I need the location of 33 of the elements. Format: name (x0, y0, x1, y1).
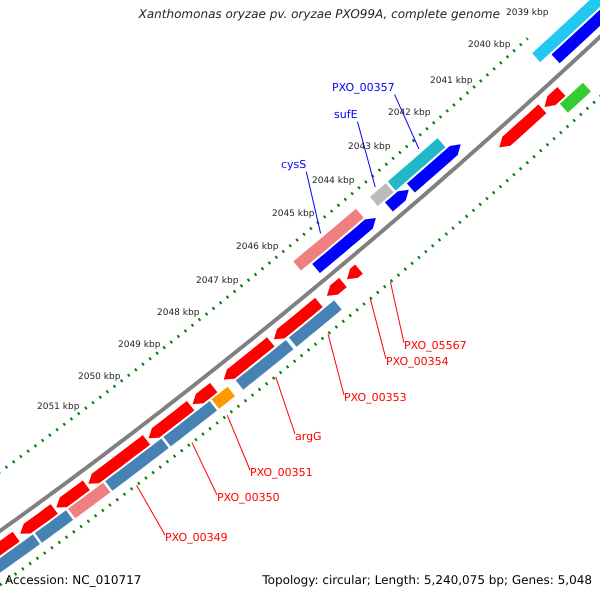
scale-label: 2045 kbp (272, 209, 314, 220)
title: Xanthomonas oryzae pv. oryzae PXO99A, complete genome (138, 8, 500, 22)
gene-label: PXO_00349 (165, 532, 228, 545)
scale-label: 2048 kbp (157, 308, 200, 318)
leader-line (192, 442, 218, 496)
gene-label: PXO_00353 (344, 392, 407, 405)
gene-label: PXO_00357 (332, 82, 395, 95)
leader-line (370, 298, 386, 360)
leader-line (390, 281, 404, 344)
leader-line (328, 333, 344, 396)
leader-line (226, 414, 250, 470)
leader-line (136, 484, 166, 536)
scale-label: 2040 kbp (468, 40, 510, 50)
scale-label: 2046 kbp (236, 242, 278, 252)
genome-summary: Topology: circular; Length: 5,240,075 bp; Genes: 5,048 (262, 574, 592, 588)
gene-label: PXO_00354 (386, 356, 449, 369)
scale-label: 2047 kbp (196, 276, 238, 286)
scale-label: 2039 kbp (506, 8, 548, 18)
gene-label: PXO_00350 (217, 492, 280, 505)
scale-label: 2050 kbp (78, 372, 120, 382)
scale-label: 2041 kbp (430, 76, 472, 86)
scale-label: 2051 kbp (37, 402, 80, 412)
scale-label: 2044 kbp (312, 176, 354, 186)
leader-line (394, 94, 420, 150)
gene-label: argG (295, 431, 322, 444)
gene-label: cysS (281, 159, 306, 172)
gene-label: sufE (334, 109, 358, 122)
scale-label: 2049 kbp (118, 340, 160, 350)
leader-line (306, 171, 322, 234)
gene-label: PXO_00351 (250, 467, 313, 480)
leader-line (275, 376, 296, 434)
accession-label: Accession: NC_010717 (5, 574, 142, 588)
gene-label: PXO_05567 (404, 340, 467, 353)
